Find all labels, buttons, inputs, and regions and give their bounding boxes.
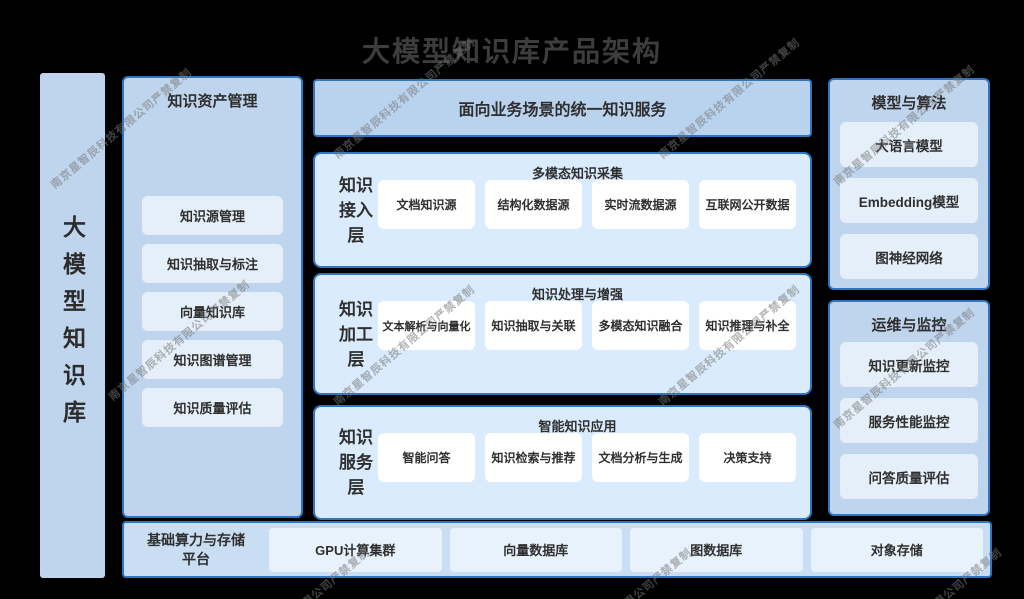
- layer-card: 文本解析与向量化: [378, 301, 475, 350]
- asset-item: 知识图谱管理: [142, 340, 283, 379]
- layer-subtitle: 多模态知识采集: [531, 166, 623, 181]
- layer-card: 知识抽取与关联: [485, 301, 582, 350]
- layer-card-list: 智能问答 知识检索与推荐 文档分析与生成 决策支持: [378, 433, 796, 482]
- layer-card: 文档分析与生成: [592, 433, 689, 482]
- kb-side-banner-label: 大模型知识库: [59, 214, 86, 437]
- layer-label: 知识 加工 层: [339, 299, 373, 369]
- infra-item: 向量数据库: [449, 527, 622, 572]
- infra-item: GPU计算集群: [269, 527, 442, 572]
- infra-platform-bar: 基础算力与存储 平台 GPU计算集群 向量数据库 图数据库 对象存储: [122, 521, 992, 578]
- asset-item: 知识源管理: [142, 196, 283, 235]
- layer-knowledge-service: 知识 服务 层 智能知识应用 智能问答 知识检索与推荐 文档分析与生成 决策支持: [313, 405, 812, 520]
- panel-title: 运维与监控: [871, 317, 947, 334]
- asset-item-list: 知识源管理 知识抽取与标注 向量知识库 知识图谱管理 知识质量评估: [124, 196, 301, 427]
- panel-models-algorithms: 模型与算法 大语言模型 Embedding模型 图神经网络: [828, 78, 990, 290]
- layer-card-list: 文本解析与向量化 知识抽取与关联 多模态知识融合 知识推理与补全: [378, 301, 796, 350]
- ops-item: 知识更新监控: [840, 342, 978, 387]
- layer-card: 结构化数据源: [485, 180, 582, 229]
- layer-card-list: 文档知识源 结构化数据源 实时流数据源 互联网公开数据: [378, 180, 796, 229]
- panel-ops-monitoring: 运维与监控 知识更新监控 服务性能监控 问答质量评估: [828, 300, 990, 516]
- layer-card: 实时流数据源: [592, 180, 689, 229]
- infra-platform-title: 基础算力与存储 平台: [147, 532, 245, 567]
- panel-title: 知识资产管理: [167, 93, 258, 110]
- layer-card: 智能问答: [378, 433, 475, 482]
- layer-knowledge-access: 知识 接入 层 多模态知识采集 文档知识源 结构化数据源 实时流数据源 互联网公…: [313, 152, 812, 268]
- ops-item: 服务性能监控: [840, 398, 978, 443]
- model-item: Embedding模型: [840, 178, 978, 223]
- layer-subtitle: 智能知识应用: [538, 419, 617, 434]
- infra-item: 图数据库: [630, 527, 803, 572]
- panel-knowledge-asset-management: 知识资产管理 知识源管理 知识抽取与标注 向量知识库 知识图谱管理 知识质量评估: [122, 76, 303, 518]
- model-item: 大语言模型: [840, 122, 978, 167]
- model-item: 图神经网络: [840, 234, 978, 279]
- infra-item: 对象存储: [810, 527, 983, 572]
- page-title: 大模型知识库产品架构: [361, 36, 662, 67]
- layer-subtitle: 知识处理与增强: [531, 287, 623, 302]
- layer-card: 知识推理与补全: [699, 301, 796, 350]
- layer-card: 决策支持: [699, 433, 796, 482]
- layer-card: 多模态知识融合: [592, 301, 689, 350]
- ops-item: 问答质量评估: [840, 454, 978, 499]
- layer-label: 知识 服务 层: [339, 428, 373, 497]
- layer-knowledge-processing: 知识 加工 层 知识处理与增强 文本解析与向量化 知识抽取与关联 多模态知识融合…: [313, 273, 812, 395]
- model-item-list: 大语言模型 Embedding模型 图神经网络: [830, 122, 988, 279]
- asset-item: 知识质量评估: [142, 388, 283, 427]
- panel-title: 模型与算法: [871, 95, 947, 112]
- layer-card: 知识检索与推荐: [485, 433, 582, 482]
- layer-label: 知识 接入 层: [339, 175, 373, 245]
- layer-card: 互联网公开数据: [699, 180, 796, 229]
- ops-item-list: 知识更新监控 服务性能监控 问答质量评估: [830, 342, 988, 499]
- layer-card: 文档知识源: [378, 180, 475, 229]
- kb-side-banner: 大模型知识库: [40, 73, 105, 578]
- unified-service-banner: 面向业务场景的统一知识服务: [313, 79, 812, 137]
- asset-item: 知识抽取与标注: [142, 244, 283, 283]
- asset-item: 向量知识库: [142, 292, 283, 331]
